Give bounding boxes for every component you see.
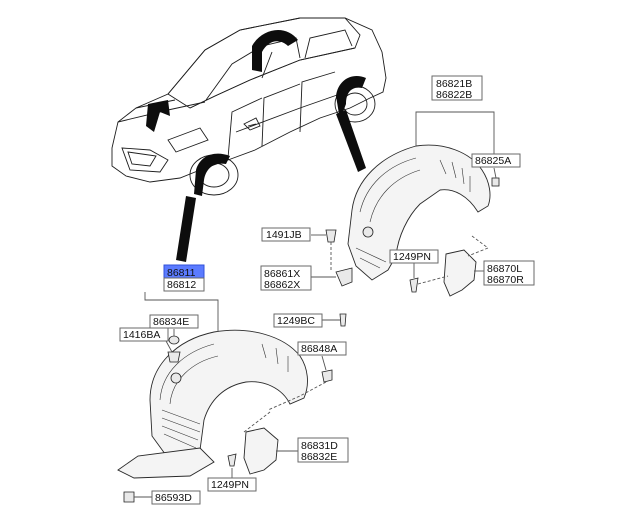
pointer-arrow-front [176, 196, 196, 262]
rear-mud-guard [443, 249, 477, 297]
leader-lines [134, 111, 497, 498]
screw-1249BC [339, 313, 347, 327]
label-86822B-text: 86822B [436, 89, 472, 101]
label-86812-text: 86812 [167, 279, 196, 291]
label-86811-text: 86811 [167, 267, 196, 279]
label-86870L-text: 86870L [487, 263, 522, 275]
clip-86825A [491, 177, 500, 187]
label-86593D[interactable]: 86593D [151, 490, 201, 505]
label-1249BC[interactable]: 1249BC [273, 313, 323, 328]
clip-86848A [321, 369, 333, 383]
label-86862X-text: 86862X [264, 279, 300, 291]
svg-text:1491JB: 1491JB [266, 229, 302, 241]
bolt-86593D [123, 491, 135, 503]
label-86832E-text: 86832E [301, 451, 337, 463]
label-86831D-text: 86831D [301, 440, 338, 452]
label-86861X[interactable]: 86861X 86862X [260, 265, 312, 291]
label-1249PN-bottom[interactable]: 1249PN [207, 477, 257, 492]
car-illustration [111, 17, 387, 196]
pointer-arrow-rear [336, 110, 366, 172]
svg-text:86848A: 86848A [301, 343, 337, 355]
label-86831D[interactable]: 86831D 86832E [297, 437, 349, 463]
label-86825A[interactable]: 86825A [471, 153, 521, 168]
front-wheel-guard [117, 329, 308, 479]
label-86870R-text: 86870R [487, 274, 524, 286]
svg-text:1249PN: 1249PN [211, 479, 249, 491]
label-1416BA[interactable]: 1416BA [119, 327, 169, 342]
svg-text:1249PN: 1249PN [393, 251, 431, 263]
front-mud-guard [243, 427, 279, 475]
bracket-86861X [335, 267, 353, 287]
label-86811[interactable]: 86811 86812 [163, 264, 205, 292]
clip-1491JB [325, 229, 337, 243]
label-86821B[interactable]: 86821B 86822B [431, 75, 483, 101]
screw-1249PN-front [227, 453, 237, 467]
screw-1249PN-rear [409, 277, 419, 293]
label-1491JB[interactable]: 1491JB [261, 227, 311, 242]
label-86861X-text: 86861X [264, 268, 300, 280]
label-1249PN-top[interactable]: 1249PN [389, 249, 439, 264]
label-86834E[interactable]: 86834E [149, 314, 199, 329]
nut-86834E [168, 335, 180, 345]
svg-text:1416BA: 1416BA [123, 329, 160, 341]
label-86821B-text: 86821B [436, 78, 472, 90]
label-86870L[interactable]: 86870L 86870R [483, 260, 535, 286]
grommet-1416BA [167, 351, 181, 363]
svg-text:86825A: 86825A [475, 155, 511, 167]
svg-text:86834E: 86834E [153, 316, 189, 328]
svg-text:1249BC: 1249BC [277, 315, 315, 327]
label-86848A[interactable]: 86848A [297, 341, 347, 356]
svg-text:86593D: 86593D [155, 492, 192, 504]
rear-wheel-guard [347, 144, 491, 281]
